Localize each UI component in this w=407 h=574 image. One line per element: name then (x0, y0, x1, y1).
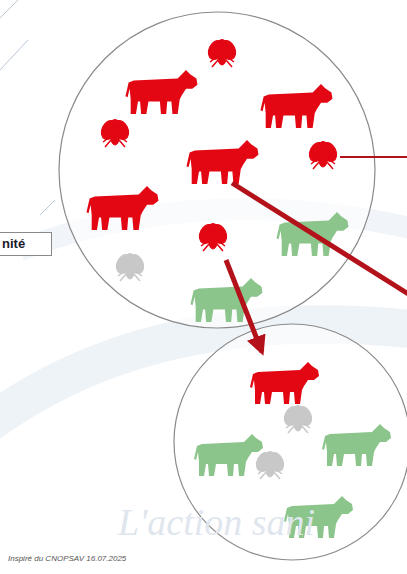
infected-flies (98, 38, 339, 251)
source-note: Inspiré du CNOPSAV 16.07.2025 (8, 554, 126, 563)
cow-icon (125, 70, 197, 114)
healthy-cows (190, 212, 391, 538)
cow-icon (186, 140, 258, 184)
fly-icon (253, 450, 286, 479)
cow-icon (194, 434, 263, 476)
cow-icon (190, 278, 262, 322)
cow-icon (322, 424, 391, 466)
herd-circle (59, 12, 375, 328)
watermark: L'action sani (118, 500, 315, 544)
fly-icon (306, 140, 339, 169)
healthy-flies (113, 252, 314, 479)
leader-line (340, 156, 407, 158)
text-box: nité (0, 232, 52, 256)
transmission-arrow (226, 260, 262, 352)
fly-icon (205, 38, 238, 67)
fly-icon (98, 118, 131, 147)
box-text: nité (2, 235, 45, 253)
fly-icon (113, 252, 146, 281)
fly-icon (196, 222, 229, 251)
corner-lines (0, 0, 55, 215)
cow-icon (260, 84, 332, 128)
fly-icon (281, 404, 314, 433)
cow-icon (86, 186, 158, 230)
transmission-arrow (232, 183, 407, 295)
cow-icon (250, 362, 319, 404)
